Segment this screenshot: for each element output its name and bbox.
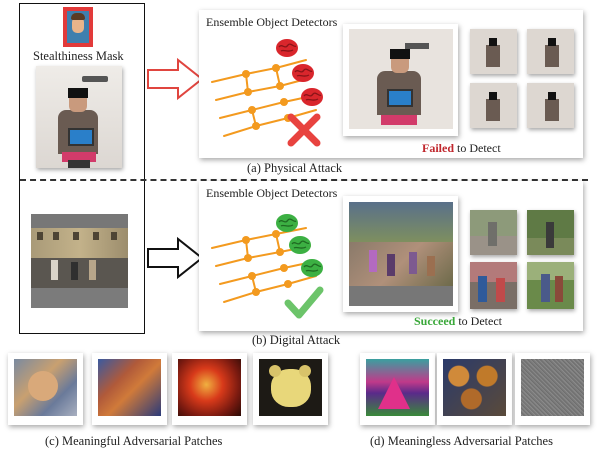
digital-sample-photo bbox=[527, 262, 574, 309]
digital-input-photo bbox=[31, 214, 128, 308]
meaningless-patches-caption: (d) Meaningless Adversarial Patches bbox=[370, 434, 553, 448]
physical-sample-photo bbox=[470, 29, 517, 74]
physical-panel-title: Ensemble Object Detectors bbox=[206, 15, 338, 29]
meaningful-patch-1 bbox=[8, 353, 83, 425]
physical-result-rest: to Detect bbox=[457, 141, 501, 155]
check-mark-icon bbox=[284, 286, 324, 319]
physical-attack-caption: (a) Physical Attack bbox=[247, 161, 343, 175]
digital-neural-network bbox=[211, 227, 317, 303]
physical-sample-photo bbox=[527, 83, 574, 128]
brain-icon bbox=[292, 64, 314, 82]
digital-result-text: Succeed to Detect bbox=[414, 314, 502, 329]
physical-sample-photo bbox=[470, 83, 517, 128]
cross-mark-icon bbox=[287, 113, 321, 147]
meaningful-patch-4 bbox=[253, 353, 328, 425]
brain-icon bbox=[289, 236, 311, 254]
physical-result-word: Failed bbox=[422, 141, 454, 155]
digital-sample-photo bbox=[470, 210, 517, 255]
physical-input-photo bbox=[36, 66, 122, 168]
stealthiness-mask-thumbnail bbox=[63, 7, 93, 47]
digital-sample-photo bbox=[527, 210, 574, 255]
meaningless-patch-3 bbox=[515, 353, 590, 425]
meaningful-patch-3 bbox=[172, 353, 247, 425]
stealthiness-mask-label: Stealthiness Mask bbox=[33, 49, 124, 63]
digital-result-word: Succeed bbox=[414, 314, 456, 328]
digital-arrow bbox=[147, 236, 204, 280]
digital-panel-title: Ensemble Object Detectors bbox=[206, 186, 338, 200]
brain-icon bbox=[276, 39, 298, 57]
digital-result-rest: to Detect bbox=[458, 314, 502, 328]
physical-arrow bbox=[147, 57, 204, 101]
meaningless-patch-1 bbox=[360, 353, 435, 425]
brain-icon bbox=[301, 88, 323, 106]
brain-icon bbox=[276, 214, 298, 232]
physical-sample-photo bbox=[527, 29, 574, 74]
digital-sample-photo bbox=[470, 262, 517, 309]
physical-result-text: Failed to Detect bbox=[422, 141, 501, 156]
digital-attack-caption: (b) Digital Attack bbox=[252, 333, 341, 347]
section-divider bbox=[20, 179, 588, 181]
input-frame bbox=[19, 3, 145, 334]
meaningless-patch-2 bbox=[437, 353, 512, 425]
digital-detection-photo bbox=[349, 202, 453, 306]
meaningful-patch-2 bbox=[92, 353, 167, 425]
brain-icon bbox=[301, 259, 323, 277]
meaningful-patches-caption: (c) Meaningful Adversarial Patches bbox=[45, 434, 223, 448]
physical-detection-photo bbox=[349, 29, 453, 129]
